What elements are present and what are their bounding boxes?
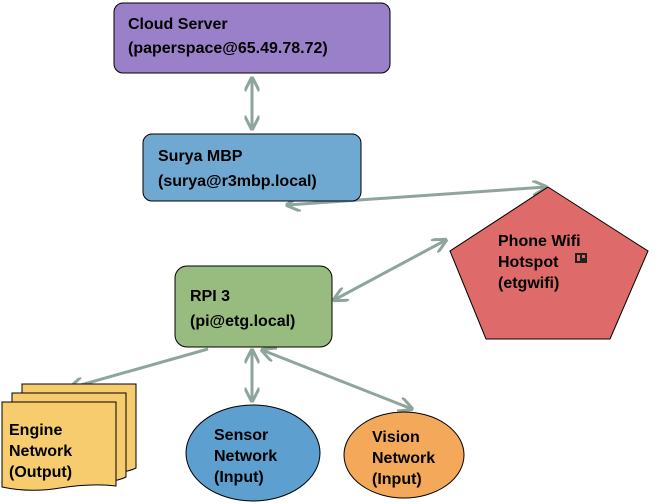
surya-mbp-address: (surya@r3mbp.local) bbox=[158, 173, 317, 190]
vision-network-subtitle: Network bbox=[372, 450, 435, 467]
vision-network-title: Vision bbox=[372, 429, 420, 446]
edge-rpi-to-hotspot bbox=[334, 240, 446, 300]
engine-network-title: Engine bbox=[9, 422, 62, 439]
cloud-server-address: (paperspace@65.49.78.72) bbox=[128, 40, 328, 57]
phone-hotspot-title: Phone Wifi bbox=[498, 233, 581, 250]
node-rpi3: RPI 3 (pi@etg.local) bbox=[174, 265, 333, 348]
sensor-network-ellipse bbox=[185, 404, 321, 502]
rpi3-title: RPI 3 bbox=[190, 288, 230, 305]
surya-mbp-box bbox=[142, 133, 362, 202]
node-sensor-network: Sensor Network (Input) bbox=[185, 404, 321, 502]
phone-hotspot-ssid: (etgwifi) bbox=[498, 275, 559, 292]
node-engine-network: Engine Network (Output) bbox=[1, 383, 137, 491]
sensor-network-role: (Input) bbox=[214, 469, 264, 486]
engine-network-doc-front bbox=[1, 401, 117, 491]
node-cloud-server: Cloud Server (paperspace@65.49.78.72) bbox=[113, 2, 391, 74]
node-surya-mbp: Surya MBP (surya@r3mbp.local) bbox=[142, 133, 362, 202]
rpi3-box bbox=[174, 265, 333, 348]
surya-mbp-title: Surya MBP bbox=[158, 148, 243, 165]
wifi-box-icon bbox=[575, 253, 587, 263]
sensor-network-subtitle: Network bbox=[214, 448, 277, 465]
sensor-network-title: Sensor bbox=[214, 427, 268, 444]
vision-network-ellipse bbox=[343, 411, 465, 499]
rpi3-address: (pi@etg.local) bbox=[190, 313, 295, 330]
edge-rpi-to-vision bbox=[262, 350, 412, 409]
edge-surya-to-hotspot bbox=[287, 187, 546, 205]
edge-rpi-to-engine bbox=[70, 347, 209, 388]
cloud-server-title: Cloud Server bbox=[128, 16, 228, 33]
node-vision-network: Vision Network (Input) bbox=[343, 411, 465, 499]
engine-network-subtitle: Network bbox=[9, 443, 72, 460]
engine-network-role: (Output) bbox=[9, 464, 72, 481]
phone-hotspot-subtitle: Hotspot bbox=[498, 254, 559, 271]
node-phone-hotspot: Phone Wifi Hotspot (etgwifi) bbox=[449, 186, 649, 340]
vision-network-role: (Input) bbox=[372, 471, 422, 488]
cloud-server-box bbox=[113, 2, 391, 74]
phone-hotspot-pentagon bbox=[449, 186, 649, 340]
